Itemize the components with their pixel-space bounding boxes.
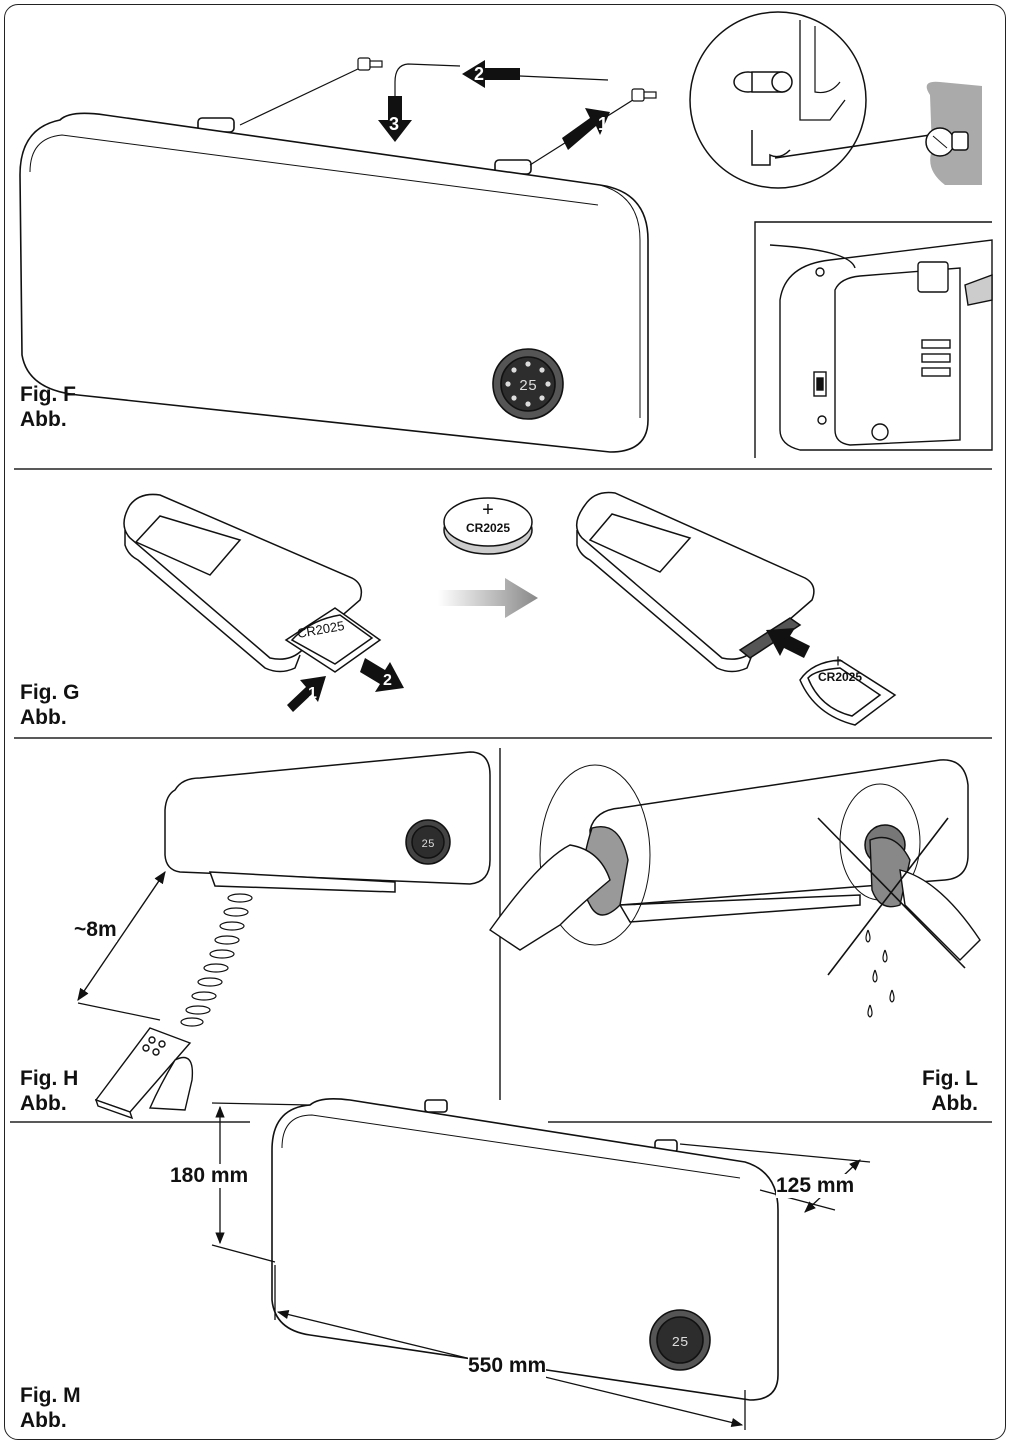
fig-f-heater	[19, 112, 649, 453]
fig-m-title: Fig. M	[20, 1384, 81, 1407]
fig-l-label: Fig. L Abb.	[922, 1066, 978, 1116]
fig-h-display-text: 25	[421, 839, 434, 851]
fig-l-abb: Abb.	[931, 1092, 978, 1115]
fig-f-step-arrows	[378, 60, 610, 150]
fig-g-battery-label: CR2025	[466, 521, 510, 535]
fig-h-ext-line	[77, 1002, 161, 1021]
page-frame	[4, 4, 1006, 1440]
fig-g-insert-arrow	[766, 628, 810, 658]
fig-h-heater	[164, 751, 491, 893]
fig-g-battery-tray-label: CR2025	[818, 670, 862, 684]
fig-h-signal-waves	[180, 893, 253, 1027]
fig-g-abb: Abb.	[20, 706, 67, 729]
fig-h-range-label: ~8m	[74, 918, 117, 942]
fig-f-step-2: 2	[474, 64, 484, 84]
fig-g-step-arrows	[287, 658, 404, 712]
fig-l-drops	[865, 929, 895, 1018]
fig-g-step-2: 2	[383, 672, 392, 689]
fig-g-transition-arrow	[438, 578, 538, 618]
fig-g-remote-closed	[576, 491, 897, 726]
fig-m-width-label: 550 mm	[468, 1354, 547, 1378]
fig-h-label: Fig. H Abb.	[20, 1066, 78, 1116]
fig-f-detail-circle	[689, 11, 982, 189]
fig-f-detail-box	[754, 221, 993, 458]
fig-m-label: Fig. M Abb.	[20, 1383, 81, 1433]
fig-f-display-text: 25	[519, 378, 537, 395]
fig-m-display-text: 25	[672, 1335, 689, 1351]
fig-g-title: Fig. G	[20, 681, 80, 704]
fig-g-battery-sign: +	[482, 499, 494, 521]
fig-l-hand-cloth-left	[489, 826, 629, 951]
fig-f-display-dots	[505, 361, 551, 407]
fig-m-abb: Abb.	[20, 1409, 67, 1432]
fig-f-step-1: 1	[598, 114, 608, 134]
fig-g-label: Fig. G Abb.	[20, 680, 80, 730]
fig-g-remote-open	[123, 493, 382, 673]
fig-h-range-line	[77, 870, 166, 1002]
fig-f-label: Fig. F Abb.	[20, 382, 76, 432]
fig-f-path-line	[394, 63, 609, 100]
fig-f-abb: Abb.	[20, 408, 67, 431]
fig-l-cross-mark	[817, 817, 966, 976]
fig-f-step-3: 3	[389, 114, 399, 134]
fig-m-depth-label: 125 mm	[776, 1174, 855, 1198]
fig-f-title: Fig. F	[20, 383, 76, 406]
fig-h-remote-hand	[94, 1027, 194, 1120]
fig-l-title: Fig. L	[922, 1067, 978, 1090]
fig-l-hand-cloth-right	[869, 836, 981, 961]
fig-g-step-1: 1	[308, 685, 317, 702]
fig-g-battery-sign-2: +	[833, 651, 844, 671]
fig-h-abb: Abb.	[20, 1092, 67, 1115]
fig-h-title: Fig. H	[20, 1067, 79, 1090]
fig-g-coin-battery	[443, 497, 533, 555]
fig-m-height-label: 180 mm	[170, 1164, 249, 1188]
